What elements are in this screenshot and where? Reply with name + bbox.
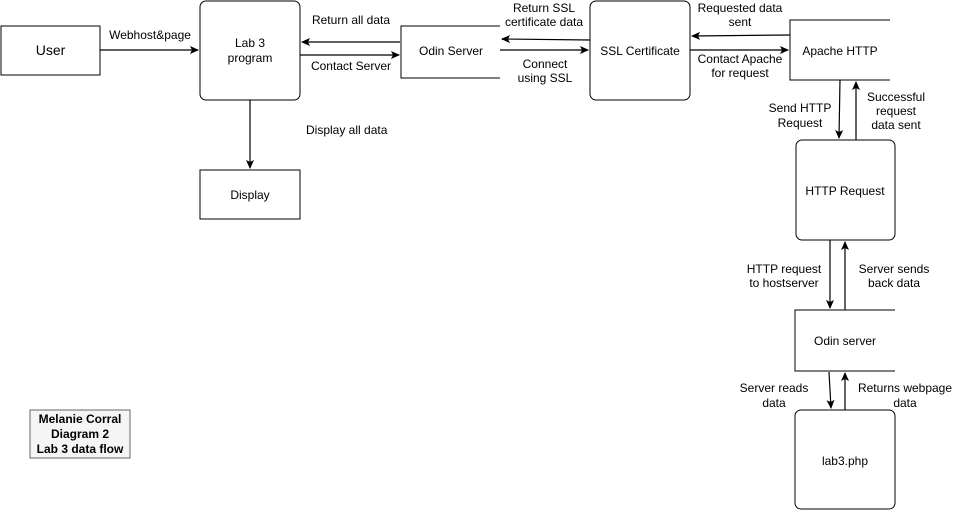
- edge-label-returns-webpage-line2: data: [893, 396, 917, 410]
- note-line1: Melanie Corral: [39, 412, 122, 426]
- edge-label-contact-apache-line2: for request: [711, 66, 769, 80]
- edge-label-server-reads-line2: data: [762, 396, 786, 410]
- note-line3: Lab 3 data flow: [37, 442, 124, 456]
- edge-label-requested-data-line1: Requested data: [698, 1, 783, 15]
- edge-contact-apache: Contact Apache for request: [690, 46, 789, 80]
- edge-successful-request: Successful request data sent: [852, 81, 925, 140]
- edge-label-return-all-data: Return all data: [312, 13, 390, 27]
- edge-label-hostserver-line1: HTTP request: [747, 262, 822, 276]
- edge-label-send-http-line1: Send HTTP: [769, 101, 832, 115]
- edge-label-connect-ssl-line2: using SSL: [518, 71, 573, 85]
- lab3-php-label: lab3.php: [822, 454, 868, 468]
- odin-server-top-node[interactable]: Odin Server: [400, 25, 500, 79]
- display-node[interactable]: Display: [199, 169, 301, 220]
- edge-requested-data: Requested data sent: [691, 1, 791, 40]
- lab3-php-node[interactable]: lab3.php: [794, 409, 896, 510]
- edge-label-server-sends-line2: back data: [868, 276, 920, 290]
- user-label: User: [36, 42, 66, 58]
- note-line2: Diagram 2: [51, 427, 109, 441]
- lab3-program-label-line2: program: [228, 51, 273, 65]
- edge-return-ssl: Return SSL certificate data: [501, 1, 591, 44]
- edge-webhost-page: Webhost&page: [100, 28, 199, 54]
- edge-label-successful-request-line2: request: [876, 104, 917, 118]
- edge-label-server-sends-line1: Server sends: [859, 262, 930, 276]
- display-label: Display: [230, 188, 269, 202]
- odin-server-top-label: Odin Server: [419, 44, 483, 58]
- apache-http-node[interactable]: Apache HTTP: [789, 19, 890, 81]
- edge-label-hostserver-line2: to hostserver: [749, 276, 818, 290]
- edge-label-contact-apache-line1: Contact Apache: [698, 52, 783, 66]
- odin-server-bottom-label: Odin server: [814, 334, 876, 348]
- edge-label-server-reads-line1: Server reads: [740, 381, 809, 395]
- edge-label-successful-request-line3: data sent: [871, 118, 921, 132]
- edge-label-requested-data-line2: sent: [729, 15, 752, 29]
- edge-label-returns-webpage-line1: Returns webpage: [858, 381, 952, 395]
- edge-label-return-ssl-line2: certificate data: [505, 15, 583, 29]
- edge-return-all-data: Return all data: [301, 13, 400, 46]
- edge-send-http: Send HTTP Request: [769, 79, 844, 139]
- author-note: Melanie Corral Diagram 2 Lab 3 data flow: [29, 409, 131, 459]
- edge-label-send-http-line2: Request: [778, 116, 823, 130]
- edge-label-connect-ssl-line1: Connect: [523, 57, 568, 71]
- ssl-certificate-node[interactable]: SSL Certificate: [589, 0, 691, 101]
- edge-server-sends-back: Server sends back data: [841, 241, 930, 310]
- http-request-node[interactable]: HTTP Request: [795, 139, 896, 241]
- odin-server-bottom-node[interactable]: Odin server: [794, 309, 895, 372]
- edge-returns-webpage: Returns webpage data: [841, 372, 952, 410]
- edge-label-display-all-data: Display all data: [306, 123, 388, 137]
- user-node[interactable]: User: [0, 25, 101, 76]
- edge-connect-ssl: Connect using SSL: [500, 46, 589, 85]
- apache-http-label: Apache HTTP: [802, 44, 877, 58]
- edge-http-request-hostserver: HTTP request to hostserver: [747, 240, 834, 309]
- http-request-label: HTTP Request: [805, 184, 885, 198]
- edge-label-successful-request-line1: Successful: [867, 90, 925, 104]
- ssl-certificate-label: SSL Certificate: [600, 44, 680, 58]
- edge-label-webhost-page: Webhost&page: [109, 28, 191, 42]
- edge-contact-server: Contact Server: [300, 51, 400, 73]
- edge-display-all-data: Display all data: [246, 100, 388, 169]
- edge-server-reads: Server reads data: [740, 371, 835, 410]
- edge-label-contact-server: Contact Server: [311, 59, 391, 73]
- lab3-program-node[interactable]: Lab 3 program: [199, 0, 301, 101]
- lab3-program-label-line1: Lab 3: [235, 36, 265, 50]
- edge-label-return-ssl-line1: Return SSL: [513, 1, 575, 15]
